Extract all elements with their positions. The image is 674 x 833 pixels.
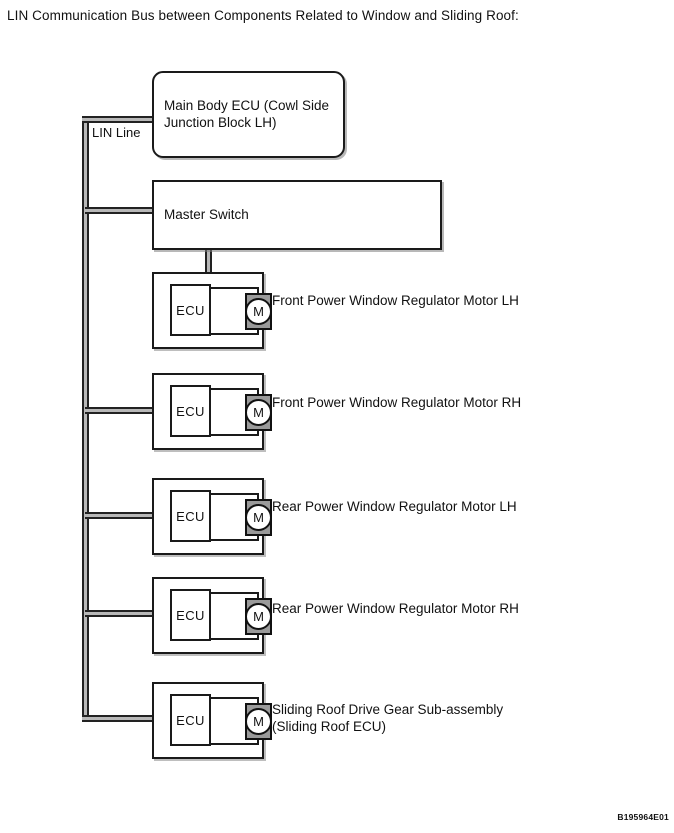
ecu-box: ECU — [170, 694, 211, 746]
figure-reference-code: B195964E01 — [617, 812, 669, 822]
node-main-body-ecu-label: Main Body ECU (Cowl Side Junction Block … — [164, 98, 330, 130]
motor-icon: M — [245, 708, 272, 735]
motor-icon: M — [245, 504, 272, 531]
lin-bus-branch-front-rh — [85, 407, 154, 414]
unit-label-front-rh: Front Power Window Regulator Motor RH — [272, 395, 522, 410]
unit-rear-power-window-motor-lh: ECU M — [152, 478, 272, 555]
unit-label-front-lh: Front Power Window Regulator Motor LH — [272, 293, 519, 308]
diagram-title: LIN Communication Bus between Components… — [7, 8, 519, 23]
lin-bus-branch-sliding-roof — [82, 715, 154, 722]
unit-rear-power-window-motor-rh: ECU M — [152, 577, 272, 654]
lin-bus-branch-rear-lh — [85, 512, 154, 519]
node-master-switch: Master Switch — [152, 180, 442, 250]
unit-sliding-roof-drive-gear: ECU M — [152, 682, 272, 759]
unit-label-rear-rh: Rear Power Window Regulator Motor RH — [272, 601, 519, 616]
motor-icon: M — [245, 603, 272, 630]
ecu-box: ECU — [170, 385, 211, 437]
lin-bus-branch-master-switch — [85, 207, 154, 214]
node-main-body-ecu: Main Body ECU (Cowl Side Junction Block … — [152, 71, 345, 158]
motor-icon: M — [245, 298, 272, 325]
lin-bus-trunk-line — [82, 116, 89, 722]
ecu-box: ECU — [170, 284, 211, 336]
lin-bus-branch-rear-rh — [85, 610, 154, 617]
unit-label-sliding-roof: Sliding Roof Drive Gear Sub-assembly (Sl… — [272, 702, 504, 734]
unit-front-power-window-motor-lh: ECU M — [152, 272, 272, 349]
master-switch-to-front-lh-connector — [205, 249, 212, 273]
ecu-box: ECU — [170, 490, 211, 542]
lin-bus-branch-main-body-ecu — [82, 116, 154, 123]
ecu-box: ECU — [170, 589, 211, 641]
unit-label-rear-lh: Rear Power Window Regulator Motor LH — [272, 499, 517, 514]
unit-front-power-window-motor-rh: ECU M — [152, 373, 272, 450]
lin-line-label: LIN Line — [92, 125, 141, 140]
node-master-switch-label: Master Switch — [164, 207, 249, 222]
motor-icon: M — [245, 399, 272, 426]
